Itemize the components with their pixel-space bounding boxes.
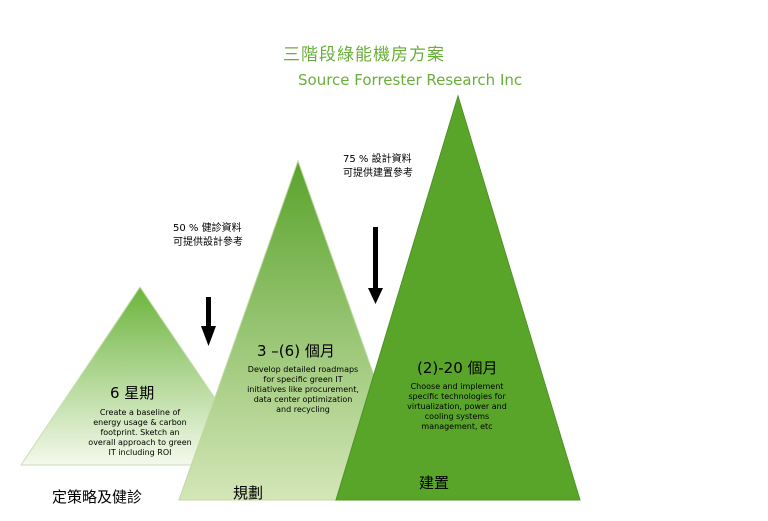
down-arrow-icon [368, 227, 383, 304]
note-line: 可提供設計參考 [173, 237, 243, 248]
stage-2-triangle [178, 159, 419, 501]
stage-3-description: Choose and implement specific technologi… [407, 382, 507, 431]
note-line: 75 % 設計資料 [343, 154, 412, 165]
stage-1-phase: 定策略及健診 [52, 488, 143, 506]
stage-3-phase: 建置 [419, 474, 450, 492]
note-stage-1: 50 % 健診資料 可提供設計參考 [173, 222, 243, 250]
stage-1-duration: 6 星期 [110, 384, 155, 402]
stage-1-description: Create a baseline of energy usage & carb… [88, 408, 192, 457]
diagram-title: 三階段綠能機房方案 [283, 45, 445, 65]
note-line: 可提供建置參考 [343, 168, 413, 179]
stage-3-triangle [335, 94, 581, 501]
stage-3-duration: (2)-20 個月 [417, 359, 498, 377]
down-arrow-icon [201, 297, 216, 346]
stage-2-duration: 3 –(6) 個月 [257, 342, 335, 360]
stage-2-phase: 規劃 [233, 484, 264, 502]
source-credit: Source Forrester Research Inc [298, 71, 523, 89]
note-stage-2: 75 % 設計資料 可提供建置參考 [343, 153, 413, 181]
note-line: 50 % 健診資料 [173, 223, 242, 234]
stage-2-description: Develop detailed roadmaps for specific g… [247, 365, 359, 414]
stage-1-triangle [20, 286, 261, 466]
